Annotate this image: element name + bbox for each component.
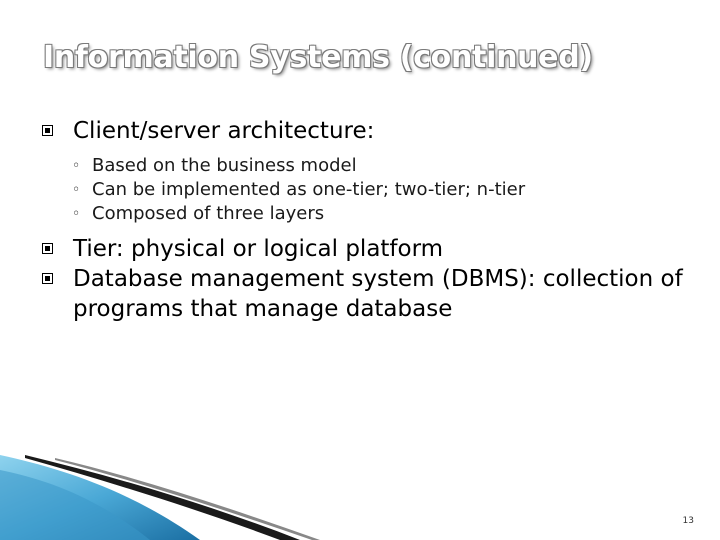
sub-bullet-item: ◦ Based on the business model: [42, 154, 702, 178]
sub-bullet-item: ◦ Composed of three layers: [42, 202, 702, 226]
sub-bullet-list: ◦ Based on the business model ◦ Can be i…: [42, 154, 702, 226]
bullet-text: Tier: physical or logical platform: [73, 236, 444, 262]
sub-bullet-text: Can be implemented as one-tier; two-tier…: [92, 179, 526, 200]
circle-bullet-icon: ◦: [72, 182, 81, 198]
bullet-list: Client/server architecture: ◦ Based on t…: [42, 116, 702, 324]
bullet-text: Client/server architecture:: [73, 118, 375, 144]
square-bullet-icon: [42, 243, 53, 254]
bullet-text: Database management system (DBMS): colle…: [73, 266, 683, 322]
page-number: 13: [682, 516, 694, 526]
sub-bullet-text: Composed of three layers: [92, 203, 325, 224]
blue-wave-shape: [0, 455, 200, 540]
sub-bullet-text: Based on the business model: [92, 155, 357, 176]
circle-bullet-icon: ◦: [72, 206, 81, 222]
slide-title: Information Systems (continued): [43, 40, 593, 75]
square-bullet-icon: [42, 273, 53, 284]
bullet-item: Tier: physical or logical platform: [42, 234, 702, 264]
square-bullet-icon: [42, 125, 53, 136]
blue-wave-highlight: [0, 470, 150, 540]
gray-swoosh-line: [55, 458, 320, 540]
bullet-group-client-server: Client/server architecture: ◦ Based on t…: [42, 116, 702, 226]
circle-bullet-icon: ◦: [72, 158, 81, 174]
black-swoosh-line: [25, 455, 300, 540]
bullet-item: Client/server architecture:: [42, 116, 702, 146]
sub-bullet-item: ◦ Can be implemented as one-tier; two-ti…: [42, 178, 702, 202]
bullet-item: Database management system (DBMS): colle…: [42, 264, 702, 324]
